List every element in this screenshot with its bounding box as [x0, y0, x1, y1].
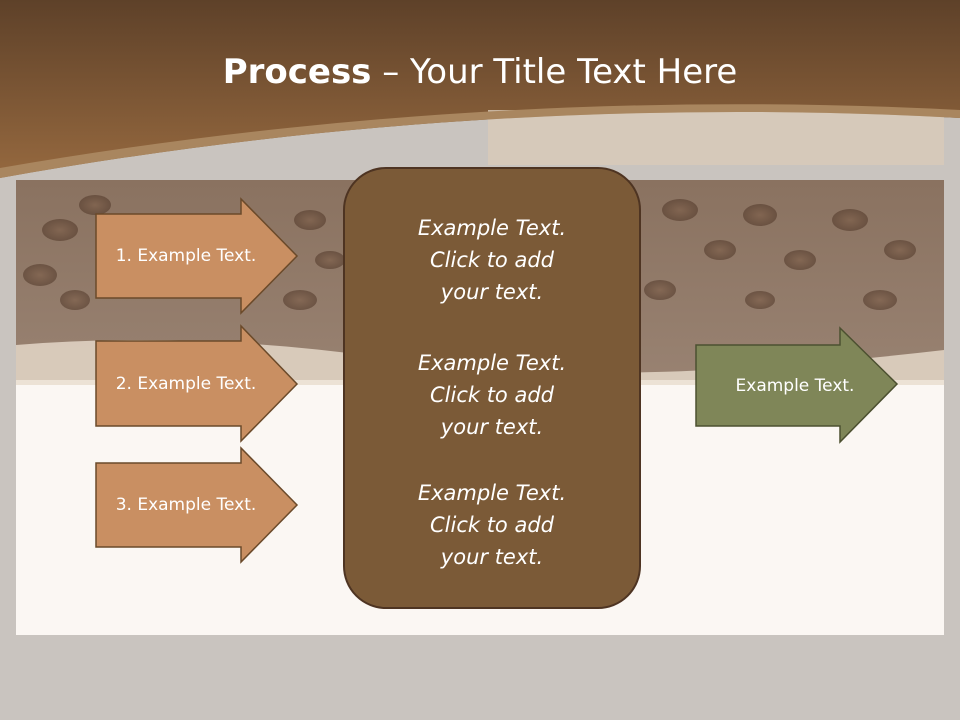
center-text-line: your text. — [440, 415, 544, 439]
title-rest-part: – Your Title Text Here — [371, 52, 738, 92]
arrow-output[interactable] — [695, 326, 899, 444]
header-curve-highlight — [0, 104, 960, 178]
center-text-line: Example Text. — [417, 481, 567, 505]
arrow-step-1[interactable] — [95, 197, 299, 315]
center-text-block-1[interactable]: Example Text. Click to add your text. — [346, 212, 638, 308]
center-text-line: Click to add — [429, 513, 554, 537]
center-text-line: your text. — [440, 280, 544, 304]
center-text-line: Example Text. — [417, 351, 567, 375]
center-text-block-3[interactable]: Example Text. Click to add your text. — [346, 477, 638, 573]
title-bold-part: Process — [222, 52, 372, 92]
center-text-line: Click to add — [429, 383, 554, 407]
center-text-line: your text. — [440, 545, 544, 569]
arrow-step-2-label: 2. Example Text. — [115, 373, 257, 394]
arrow-step-3[interactable] — [95, 446, 299, 564]
arrow-step-1-label: 1. Example Text. — [115, 246, 257, 266]
center-text-line: Click to add — [429, 248, 554, 272]
center-text-line: Example Text. — [417, 216, 567, 240]
center-process-box[interactable] — [343, 167, 641, 609]
coffee-beans-decoration — [23, 195, 916, 310]
arrow-step-3-label: 3. Example Text. — [115, 495, 257, 515]
arrow-step-2[interactable] — [95, 324, 299, 443]
arrow-output-label: Example Text. — [735, 375, 855, 396]
center-text-block-2[interactable]: Example Text. Click to add your text. — [346, 347, 638, 443]
header-photo-strip — [488, 110, 944, 165]
slide-title[interactable]: Process – Your Title Text Here — [0, 52, 960, 92]
